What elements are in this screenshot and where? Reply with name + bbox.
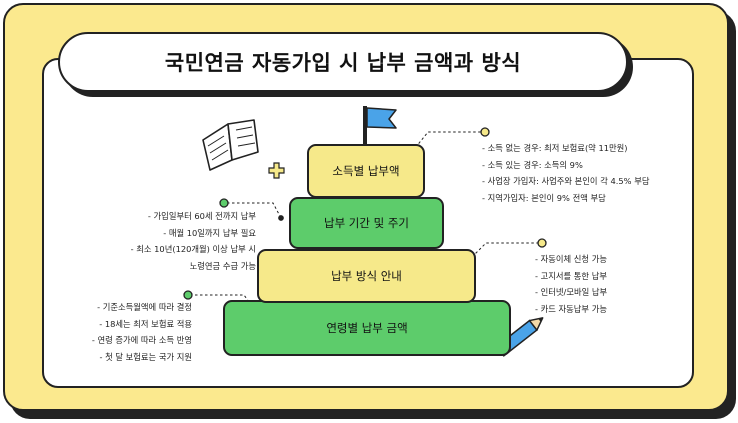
note-period: - 가입일부터 60세 전까지 납부 - 매월 10일까지 납부 필요 - 최소… xyxy=(100,208,256,274)
tier-payment-method: 납부 방식 안내 xyxy=(257,249,476,303)
note-method: - 자동이체 신청 가능 - 고지서를 통한 납부 - 인터넷/모바일 납부 -… xyxy=(535,251,607,317)
note-line: 노령연금 수급 가능 xyxy=(189,260,256,271)
note-line: - 인터넷/모바일 납부 xyxy=(535,287,608,297)
note-line: - 카드 자동납부 가능 xyxy=(535,303,607,314)
note-line: - 매월 10일까지 납부 필요 xyxy=(163,227,256,238)
note-line: - 소득 없는 경우: 최저 보험료(약 11만원) xyxy=(482,143,628,153)
note-income: - 소득 없는 경우: 최저 보험료(약 11만원) - 소득 있는 경우: 소… xyxy=(482,140,649,206)
note-line: - 지역가입자: 본인이 9% 전액 부담 xyxy=(482,192,606,203)
note-age: - 기준소득월액에 따라 결정 - 18세는 최저 보험료 적용 - 연령 증가… xyxy=(76,299,192,365)
note-line: - 첫 달 보험료는 국가 지원 xyxy=(99,351,192,362)
note-line: - 고지서를 통한 납부 xyxy=(535,270,607,281)
connector-lines xyxy=(190,131,540,321)
note-line: - 최소 10년(120개월) 이상 납부 시 xyxy=(130,244,256,254)
page-title: 국민연금 자동가입 시 납부 금액과 방식 xyxy=(58,32,628,92)
note-line: - 소득 있는 경우: 소득의 9% xyxy=(482,159,583,170)
flag-icon xyxy=(363,106,397,146)
tier-age-amount: 연령별 납부 금액 xyxy=(223,300,511,356)
note-line: - 가입일부터 60세 전까지 납부 xyxy=(147,211,256,221)
note-line: - 기준소득월액에 따라 결정 xyxy=(97,302,192,312)
plus-icon xyxy=(268,162,285,179)
book-icon xyxy=(202,119,259,171)
note-line: - 자동이체 신청 가능 xyxy=(535,254,607,264)
note-line: - 사업장 가입자: 사업주와 본인이 각 4.5% 부담 xyxy=(482,176,650,186)
tier-income-amount: 소득별 납부액 xyxy=(307,144,425,198)
note-line: - 18세는 최저 보험료 적용 xyxy=(99,318,192,329)
note-line: - 연령 증가에 따라 소득 반영 xyxy=(91,335,192,345)
tier-payment-period: 납부 기간 및 주기 xyxy=(289,197,444,249)
